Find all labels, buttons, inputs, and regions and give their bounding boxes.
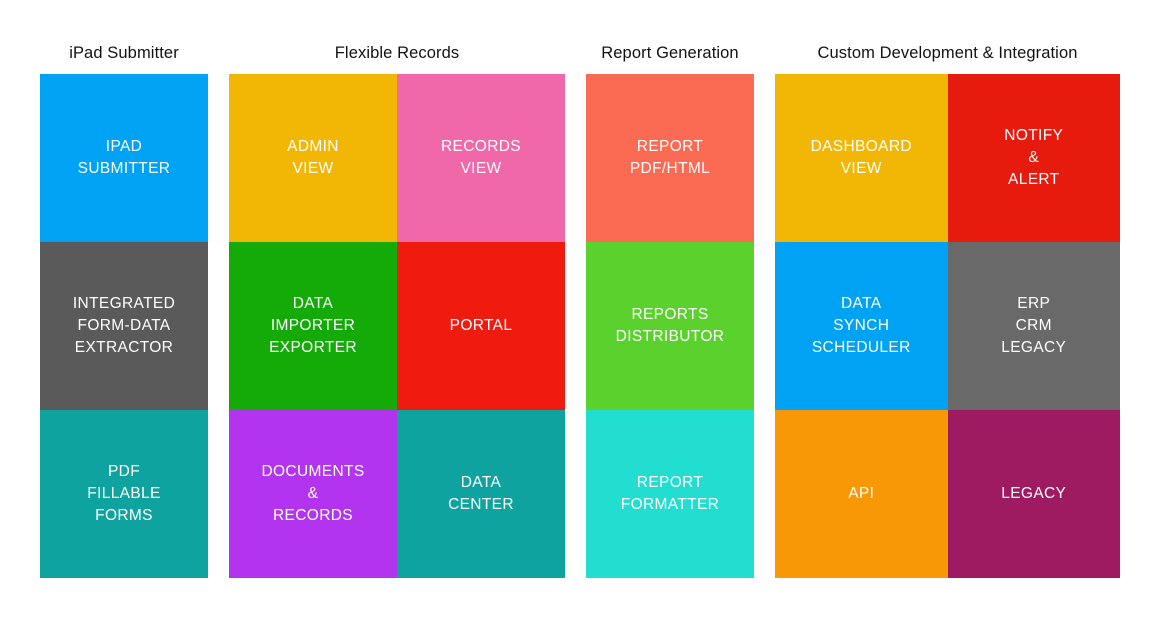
tile-label-line: FORMS <box>95 507 153 524</box>
tile-grid-custom-development-and-integration: DASHBOARD VIEW NOTIFY & ALERT DATA SYNCH SCHEDU… <box>775 74 1120 578</box>
tile-label-line: SUBMITTER <box>77 160 171 177</box>
tile-erp-crm-legacy[interactable]: ERP CRM LEGACY <box>947 242 1120 410</box>
tile-admin-view[interactable]: ADMIN VIEW <box>229 74 397 242</box>
tile-records-view[interactable]: RECORDS VIEW <box>397 74 565 242</box>
tile-label-line: DISTRIBUTOR <box>615 328 725 345</box>
tile-legacy[interactable]: LEGACY <box>947 410 1120 578</box>
tile-ipad-submitter[interactable]: IPAD SUBMITTER <box>40 74 208 242</box>
tile-label-line: FILLABLE <box>87 485 161 502</box>
tile-label-line: EXTRACTOR <box>74 339 174 356</box>
group-title-custom-development-and-integration: Custom Development & Integration <box>817 44 1078 62</box>
tile-label-line: DATA <box>460 474 502 491</box>
tile-label-line: REPORTS <box>631 306 709 323</box>
tile-pdf-fillable-forms[interactable]: PDF FILLABLE FORMS <box>40 410 208 578</box>
group-title-ipad-submitter: iPad Submitter <box>69 44 179 62</box>
tile-label-line: REPORT <box>636 138 704 155</box>
tile-label-line: PORTAL <box>449 317 513 334</box>
tile-data-synch-scheduler[interactable]: DATA SYNCH SCHEDULER <box>775 242 948 410</box>
tile-dashboard-view[interactable]: DASHBOARD VIEW <box>775 74 948 242</box>
tile-label-line: DATA <box>841 295 882 312</box>
tile-data-importer-exporter[interactable]: DATA IMPORTER EXPORTER <box>229 242 397 410</box>
tile-label-line: ADMIN <box>287 138 339 155</box>
tile-label-line: IPAD <box>105 138 143 155</box>
tile-label-line: API <box>848 485 875 502</box>
tile-label-line: EXPORTER <box>269 339 357 356</box>
tile-label-line: RECORDS <box>441 138 521 155</box>
tile-label-line: VIEW <box>840 160 882 177</box>
tile-label-line: FORM-DATA <box>77 317 171 334</box>
group-title-flexible-records: Flexible Records <box>334 44 460 62</box>
tile-label-line: DOCUMENTS <box>261 463 365 480</box>
tile-report-formatter[interactable]: REPORT FORMATTER <box>586 410 754 578</box>
tile-grid-flexible-records: ADMIN VIEW RECORDS VIEW DATA IMPORTER EXPORTER… <box>229 74 565 578</box>
tile-label-line: SYNCH <box>833 317 890 334</box>
tile-label-line: DASHBOARD <box>810 138 912 155</box>
tile-label-line: RECORDS <box>273 507 353 524</box>
tile-label-line: & <box>307 485 319 502</box>
tile-label-line: PDF/HTML <box>629 160 711 177</box>
tile-label-line: FORMATTER <box>620 496 720 513</box>
tile-notify-and-alert[interactable]: NOTIFY & ALERT <box>947 74 1120 242</box>
tile-label-line: CENTER <box>448 496 514 513</box>
tile-label-line: ALERT <box>1008 171 1060 188</box>
tile-label-line: VIEW <box>292 160 334 177</box>
tile-label-line: NOTIFY <box>1004 127 1064 144</box>
tile-label-line: ERP <box>1017 295 1051 312</box>
tile-label-line: CRM <box>1015 317 1052 334</box>
tile-label-line: INTEGRATED <box>72 295 176 312</box>
tile-documents-and-records[interactable]: DOCUMENTS & RECORDS <box>229 410 397 578</box>
tile-grid-report-generation: REPORT PDF/HTML REPORTS DISTRIBUTOR REPORT FO… <box>586 74 754 578</box>
tile-label-line: LEGACY <box>1001 339 1067 356</box>
tile-label-line: DATA <box>292 295 334 312</box>
tile-reports-distributor[interactable]: REPORTS DISTRIBUTOR <box>586 242 754 410</box>
tile-label-line: PDF <box>107 463 141 480</box>
tile-label-line: LEGACY <box>1001 485 1067 502</box>
tile-report-pdf-html[interactable]: REPORT PDF/HTML <box>586 74 754 242</box>
group-title-report-generation: Report Generation <box>601 44 739 62</box>
tile-label-line: REPORT <box>636 474 704 491</box>
tile-api[interactable]: API <box>775 410 948 578</box>
tile-label-line: IMPORTER <box>270 317 356 334</box>
tile-data-center[interactable]: DATA CENTER <box>397 410 565 578</box>
tile-portal[interactable]: PORTAL <box>397 242 565 410</box>
tile-label-line: & <box>1028 149 1040 166</box>
tile-label-line: SCHEDULER <box>811 339 911 356</box>
tile-label-line: VIEW <box>460 160 502 177</box>
tile-grid-ipad-submitter: IPAD SUBMITTER INTEGRATED FORM-DATA EXTRACTO… <box>40 74 208 578</box>
tile-integrated-form-data-extractor[interactable]: INTEGRATED FORM-DATA EXTRACTOR <box>40 242 208 410</box>
